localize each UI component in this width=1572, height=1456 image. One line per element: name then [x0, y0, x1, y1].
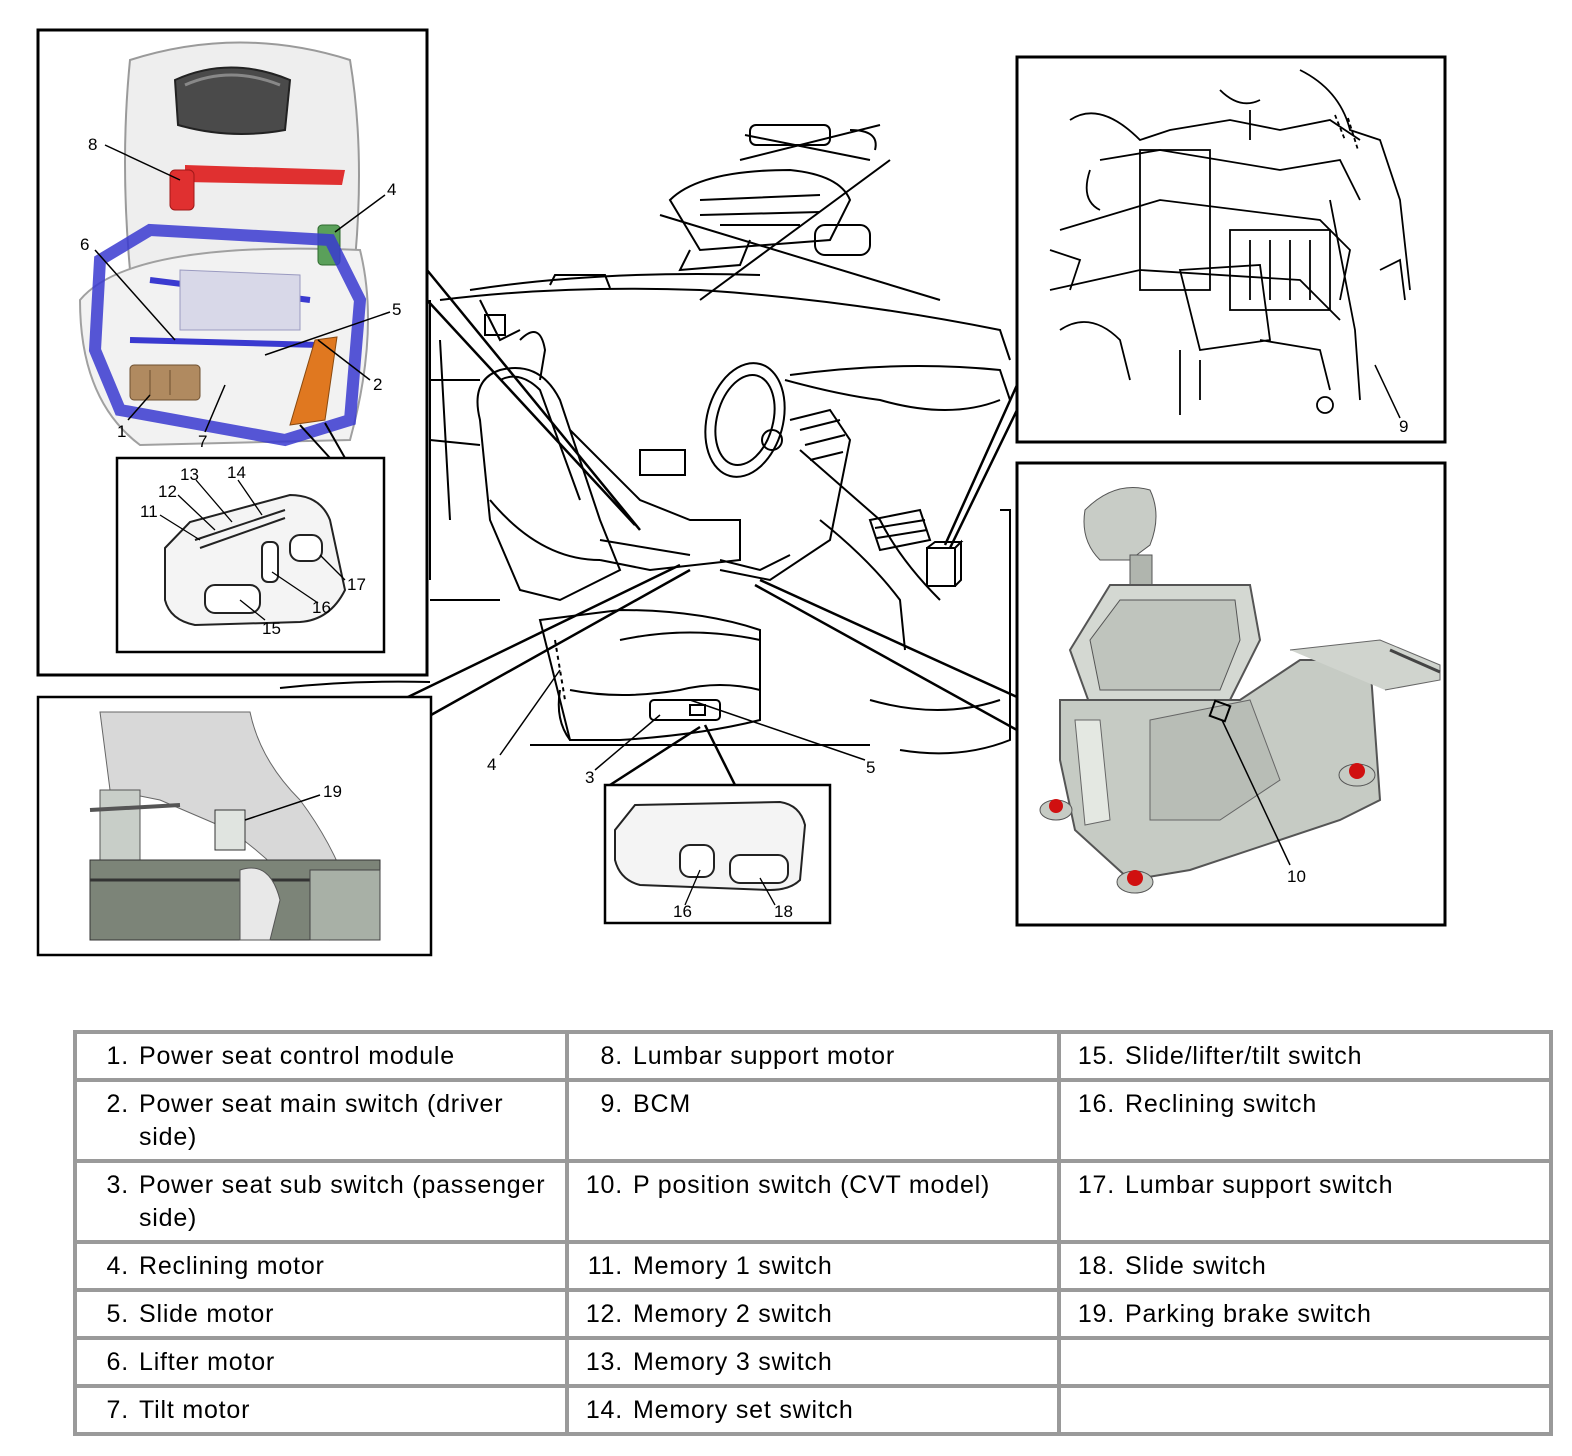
- legend-number: 11.: [587, 1252, 623, 1280]
- legend-label: Memory 2 switch: [633, 1300, 833, 1328]
- legend-cell: 10. P position switch (CVT model): [565, 1159, 1061, 1244]
- shifter-inset: 10: [1015, 461, 1447, 927]
- seat-inset: 8 4 6 5 2 1 7 11 12 13 14 17 16 15: [36, 28, 429, 677]
- legend-number: 13.: [585, 1348, 623, 1376]
- callout-19: 19: [323, 782, 342, 801]
- legend-label: Memory 1 switch: [633, 1252, 833, 1280]
- legend-label: Reclining switch: [1125, 1090, 1318, 1118]
- legend-label: Lumbar support switch: [1125, 1171, 1394, 1199]
- component-legend-table: 1. Power seat control module 8. Lumbar sup…: [73, 1030, 1553, 1436]
- legend-number: 14.: [585, 1396, 623, 1424]
- legend-label: BCM: [633, 1090, 691, 1118]
- legend-number: 5.: [106, 1300, 129, 1328]
- legend-number: 2.: [106, 1090, 129, 1118]
- callout-9: 9: [1399, 417, 1408, 436]
- callout-6: 6: [80, 235, 89, 254]
- legend-number: 1.: [106, 1042, 129, 1070]
- callout-12: 12: [158, 482, 177, 501]
- callout-18: 18: [774, 902, 793, 921]
- legend-cell: 3. Power seat sub switch (passenger side): [73, 1159, 569, 1244]
- callout-14: 14: [227, 463, 246, 482]
- legend-cell: 15. Slide/lifter/tilt switch: [1057, 1030, 1553, 1082]
- legend-number: 15.: [1077, 1042, 1115, 1070]
- callout-3: 3: [585, 768, 594, 787]
- legend-cell: 4. Reclining motor: [73, 1240, 569, 1292]
- legend-cell: 17. Lumbar support switch: [1057, 1159, 1553, 1244]
- callout-7: 7: [198, 432, 207, 451]
- legend-number: 3.: [106, 1171, 129, 1199]
- callout-1: 1: [117, 422, 126, 441]
- legend-cell: 14. Memory set switch: [565, 1384, 1061, 1436]
- legend-label: Lumbar support motor: [633, 1042, 895, 1070]
- legend-label: Power seat main switch (driver side): [139, 1090, 504, 1151]
- legend-cell: 9. BCM: [565, 1078, 1061, 1163]
- legend-cell: 13. Memory 3 switch: [565, 1336, 1061, 1388]
- legend-label: Parking brake switch: [1125, 1300, 1372, 1328]
- legend-cell: 19. Parking brake switch: [1057, 1288, 1553, 1340]
- legend-label: Slide motor: [139, 1300, 275, 1328]
- bcm-inset: 9: [1015, 55, 1447, 444]
- vehicle-interior-drawing: [279, 124, 1011, 755]
- callout-10: 10: [1287, 867, 1306, 886]
- callout-17: 17: [347, 575, 366, 594]
- legend-cell: 2. Power seat main switch (driver side): [73, 1078, 569, 1163]
- callout-4-main: 4: [487, 755, 496, 774]
- legend-cell: 12. Memory 2 switch: [565, 1288, 1061, 1340]
- callout-13: 13: [180, 465, 199, 484]
- legend-label: Slide switch: [1125, 1252, 1267, 1280]
- legend-number: 8.: [600, 1042, 623, 1070]
- legend-number: 12.: [585, 1300, 623, 1328]
- legend-cell: 8. Lumbar support motor: [565, 1030, 1061, 1082]
- legend-number: 19.: [1077, 1300, 1115, 1328]
- legend-label: Lifter motor: [139, 1348, 276, 1376]
- callout-leaders: [499, 669, 866, 771]
- legend-cell: 11. Memory 1 switch: [565, 1240, 1061, 1292]
- legend-cell: 16. Reclining switch: [1057, 1078, 1553, 1163]
- legend-label: Slide/lifter/tilt switch: [1125, 1042, 1363, 1070]
- legend-cell: 5. Slide motor: [73, 1288, 569, 1340]
- legend-number: 4.: [106, 1252, 129, 1280]
- legend-cell: 6. Lifter motor: [73, 1336, 569, 1388]
- legend-label: Memory 3 switch: [633, 1348, 833, 1376]
- callout-2: 2: [373, 375, 382, 394]
- legend-label: Memory set switch: [633, 1396, 854, 1424]
- legend-cell-empty: [1057, 1384, 1553, 1436]
- leader-lines: [407, 269, 1019, 787]
- callout-16-passenger: 16: [673, 902, 692, 921]
- callout-5-inset: 5: [392, 300, 401, 319]
- legend-label: Power seat sub switch (passenger side): [139, 1171, 546, 1232]
- callout-15: 15: [262, 619, 281, 638]
- legend-label: Power seat control module: [139, 1042, 455, 1070]
- legend-number: 17.: [1077, 1171, 1115, 1199]
- legend-label: Tilt motor: [139, 1396, 251, 1424]
- legend-cell: 1. Power seat control module: [73, 1030, 569, 1082]
- parking-brake-inset: 19: [36, 695, 433, 957]
- callout-5-main: 5: [866, 758, 875, 777]
- legend-cell-empty: [1057, 1336, 1553, 1388]
- legend-number: 16.: [1077, 1090, 1115, 1118]
- legend-label: Reclining motor: [139, 1252, 325, 1280]
- callout-16-inset: 16: [312, 598, 331, 617]
- legend-cell: 18. Slide switch: [1057, 1240, 1553, 1292]
- legend-label: P position switch (CVT model): [633, 1171, 991, 1199]
- legend-number: 18.: [1077, 1252, 1115, 1280]
- legend-number: 10.: [585, 1171, 623, 1199]
- legend-number: 6.: [106, 1348, 129, 1376]
- legend-number: 7.: [106, 1396, 129, 1424]
- component-location-diagram: 4 3 5 8: [36, 28, 1447, 957]
- callout-4-inset: 4: [387, 180, 396, 199]
- passenger-switch-inset: 16 18: [603, 783, 832, 925]
- legend-number: 9.: [600, 1090, 623, 1118]
- legend-cell: 7. Tilt motor: [73, 1384, 569, 1436]
- callout-8: 8: [88, 135, 97, 154]
- callout-11: 11: [140, 502, 158, 521]
